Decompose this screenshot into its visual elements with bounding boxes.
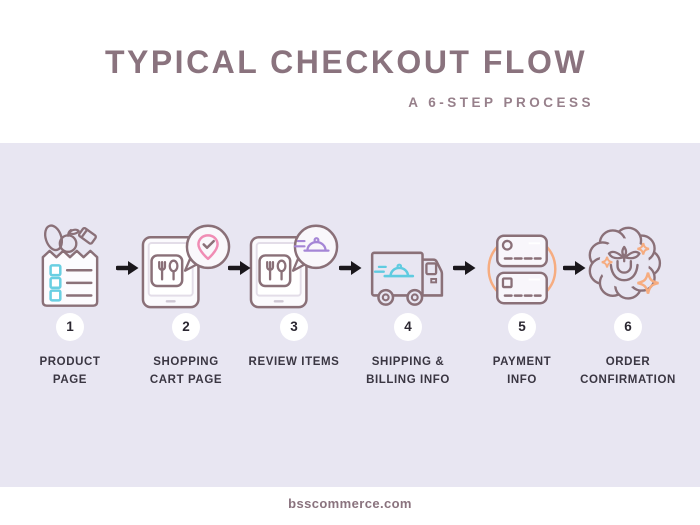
arrow-right-icon <box>228 259 252 277</box>
arrow-right-icon <box>116 259 140 277</box>
grocery-bag-checklist-icon <box>12 215 128 309</box>
step-number-badge: 3 <box>280 313 308 341</box>
arrow-right-icon <box>339 259 363 277</box>
arrow-right-icon <box>453 259 477 277</box>
step-number-badge: 6 <box>614 313 642 341</box>
step-number-badge: 1 <box>56 313 84 341</box>
step-number-badge: 2 <box>172 313 200 341</box>
step-shipping-billing-info: 4 SHIPPING &BILLING INFO <box>350 215 466 390</box>
page-subtitle: A 6-STEP PROCESS <box>408 95 594 110</box>
page-title: TYPICAL CHECKOUT FLOW <box>104 44 588 80</box>
arrow-right-icon <box>563 259 587 277</box>
step-number-badge: 4 <box>394 313 422 341</box>
phone-food-app-location-pin-icon <box>128 215 244 309</box>
delivery-truck-icon <box>350 215 466 309</box>
step-label: SHIPPING &BILLING INFO <box>366 356 450 386</box>
order-success-flower-icon <box>570 215 686 309</box>
step-review-items: 3 REVIEW ITEMS <box>236 215 352 372</box>
step-label: REVIEW ITEMS <box>248 356 340 368</box>
phone-food-app-dish-bubble-icon <box>236 215 352 309</box>
step-number-badge: 5 <box>508 313 536 341</box>
credit-cards-icon <box>464 215 580 309</box>
website-credit: bsscommerce.com <box>288 496 412 511</box>
